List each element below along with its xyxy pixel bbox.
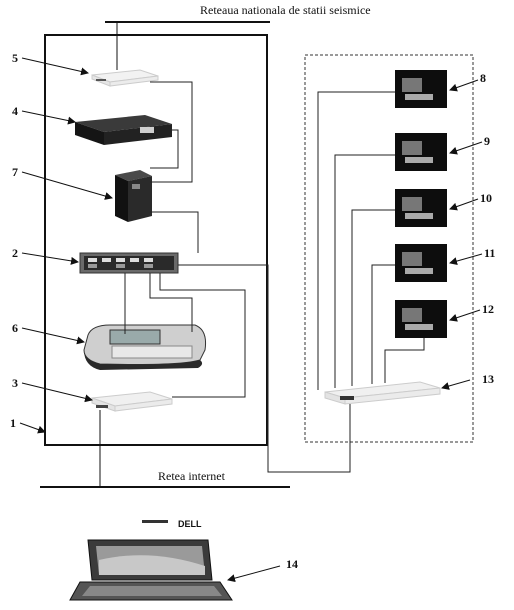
wire-2-6b xyxy=(150,273,192,332)
callout-7: 7 xyxy=(12,165,18,179)
wire-13-9 xyxy=(335,155,395,388)
callout-4: 4 xyxy=(12,104,18,118)
arrow-5 xyxy=(22,58,88,73)
callout-11: 11 xyxy=(484,246,495,260)
callout-10: 10 xyxy=(480,191,492,205)
arrow-6 xyxy=(22,328,84,342)
callout-8: 8 xyxy=(480,71,486,85)
arrow-10 xyxy=(450,199,478,209)
device-11-sensor xyxy=(395,244,447,282)
callout-14: 14 xyxy=(286,557,298,571)
device-12-sensor xyxy=(395,300,447,338)
device-7-ups xyxy=(115,170,152,222)
arrow-11 xyxy=(450,254,482,263)
network-title: Reteaua nationala de statii seismice xyxy=(200,3,371,17)
device-10-sensor xyxy=(395,189,447,227)
wire-2-13 xyxy=(178,265,350,472)
arrow-13 xyxy=(442,380,470,388)
sensor-enclosure xyxy=(305,55,473,442)
callout-9: 9 xyxy=(484,134,490,148)
arrow-7 xyxy=(22,172,112,198)
arrow-9 xyxy=(450,142,482,153)
arrow-12 xyxy=(450,310,480,320)
wire-13-8 xyxy=(318,92,395,390)
arrow-8 xyxy=(450,80,478,90)
station-enclosure xyxy=(45,35,267,445)
device-6-console xyxy=(84,325,206,370)
device-13-hub xyxy=(325,382,440,404)
callout-5: 5 xyxy=(12,51,18,65)
device-9-sensor xyxy=(395,133,447,171)
arrow-4 xyxy=(22,111,75,122)
device-14-laptop: DELL xyxy=(70,519,232,600)
callout-2: 2 xyxy=(12,246,18,260)
callout-12: 12 xyxy=(482,302,494,316)
wire-7-2 xyxy=(150,212,198,253)
wire-13-12 xyxy=(385,338,424,383)
callout-3: 3 xyxy=(12,376,18,390)
device-5-switch xyxy=(92,70,158,86)
device-4-digitizer xyxy=(75,115,172,145)
device-3-router xyxy=(92,392,172,411)
arrow-1 xyxy=(20,423,45,432)
internet-label: Retea internet xyxy=(158,469,226,483)
device-8-sensor xyxy=(395,70,447,108)
wire-13-11 xyxy=(372,265,395,384)
arrow-14 xyxy=(228,566,280,580)
arrow-3 xyxy=(22,383,92,400)
callout-1: 1 xyxy=(10,416,16,430)
arrow-2 xyxy=(22,253,78,262)
device-2-rack-unit xyxy=(80,253,178,273)
wire-13-10 xyxy=(352,210,395,386)
callout-6: 6 xyxy=(12,321,18,335)
brand-logo-text: DELL xyxy=(178,519,202,529)
callout-13: 13 xyxy=(482,372,494,386)
